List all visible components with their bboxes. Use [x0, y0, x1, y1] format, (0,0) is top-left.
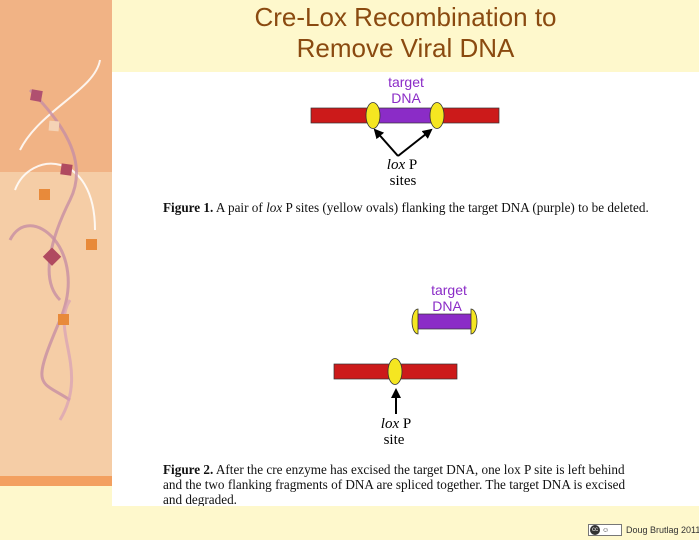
figure2-excised-lox-right [470, 308, 478, 335]
figure1-right-flank-dna [436, 107, 500, 124]
figures-canvas: target DNA lox P sites target DNA lox P … [310, 74, 500, 448]
figure2-right-flank-dna [394, 363, 458, 380]
figure1-target-dna [372, 107, 438, 124]
figure1-arrow-right [397, 128, 433, 157]
figure1-lox-label: lox P [387, 157, 417, 173]
figure2-left-flank-dna [333, 363, 396, 380]
slide-title-line1: Cre-Lox Recombination to [254, 2, 557, 32]
figure2-lox-site [387, 358, 403, 385]
figure1-diagram: target DNA lox P sites [310, 74, 500, 189]
figure2-excised-lox-left [411, 308, 419, 335]
credit-text: Doug Brutlag 2011 [626, 525, 699, 535]
creative-commons-icon: cc ☺ [588, 524, 622, 536]
figure2-diagram: target DNA lox P site [333, 282, 478, 448]
figure1-caption-label: Figure 1. [163, 200, 214, 215]
figure2-site-label: site [384, 432, 405, 448]
figure2-lox-label: lox P [381, 416, 411, 432]
slide-title-line2: Remove Viral DNA [296, 33, 515, 63]
figure1-lox-site-left [365, 102, 381, 129]
figure1-lox-site-right [429, 102, 445, 129]
figure2-target-label-line2: DNA [432, 298, 462, 314]
figure1-left-flank-dna [310, 107, 374, 124]
decorative-square [39, 189, 50, 200]
cc-circle-icon: cc [590, 525, 600, 535]
decorative-square [86, 239, 97, 250]
figure1-target-label-line2: DNA [391, 90, 421, 106]
decorative-square [60, 163, 73, 176]
figure1-caption: Figure 1. A pair of lox P sites (yellow … [163, 200, 649, 215]
cc-person-icon: ☺ [602, 526, 610, 534]
decorative-sidebar [0, 0, 112, 540]
figure1-sites-label: sites [390, 173, 417, 189]
figure2-caption: Figure 2. After the cre enzyme has excis… [163, 462, 626, 507]
title-bar [112, 0, 699, 72]
decorative-square [48, 120, 60, 132]
figure2-excised-target-dna [413, 313, 475, 330]
decorative-square [30, 89, 43, 102]
figure2-caption-label: Figure 2. [163, 462, 214, 477]
slide-title: Cre-Lox Recombination to Remove Viral DN… [112, 2, 699, 64]
figure2-target-label-line1: target [431, 282, 467, 298]
figure1-arrow-left [373, 128, 399, 157]
decorative-square [58, 314, 69, 325]
figure1-target-label-line1: target [388, 74, 424, 90]
